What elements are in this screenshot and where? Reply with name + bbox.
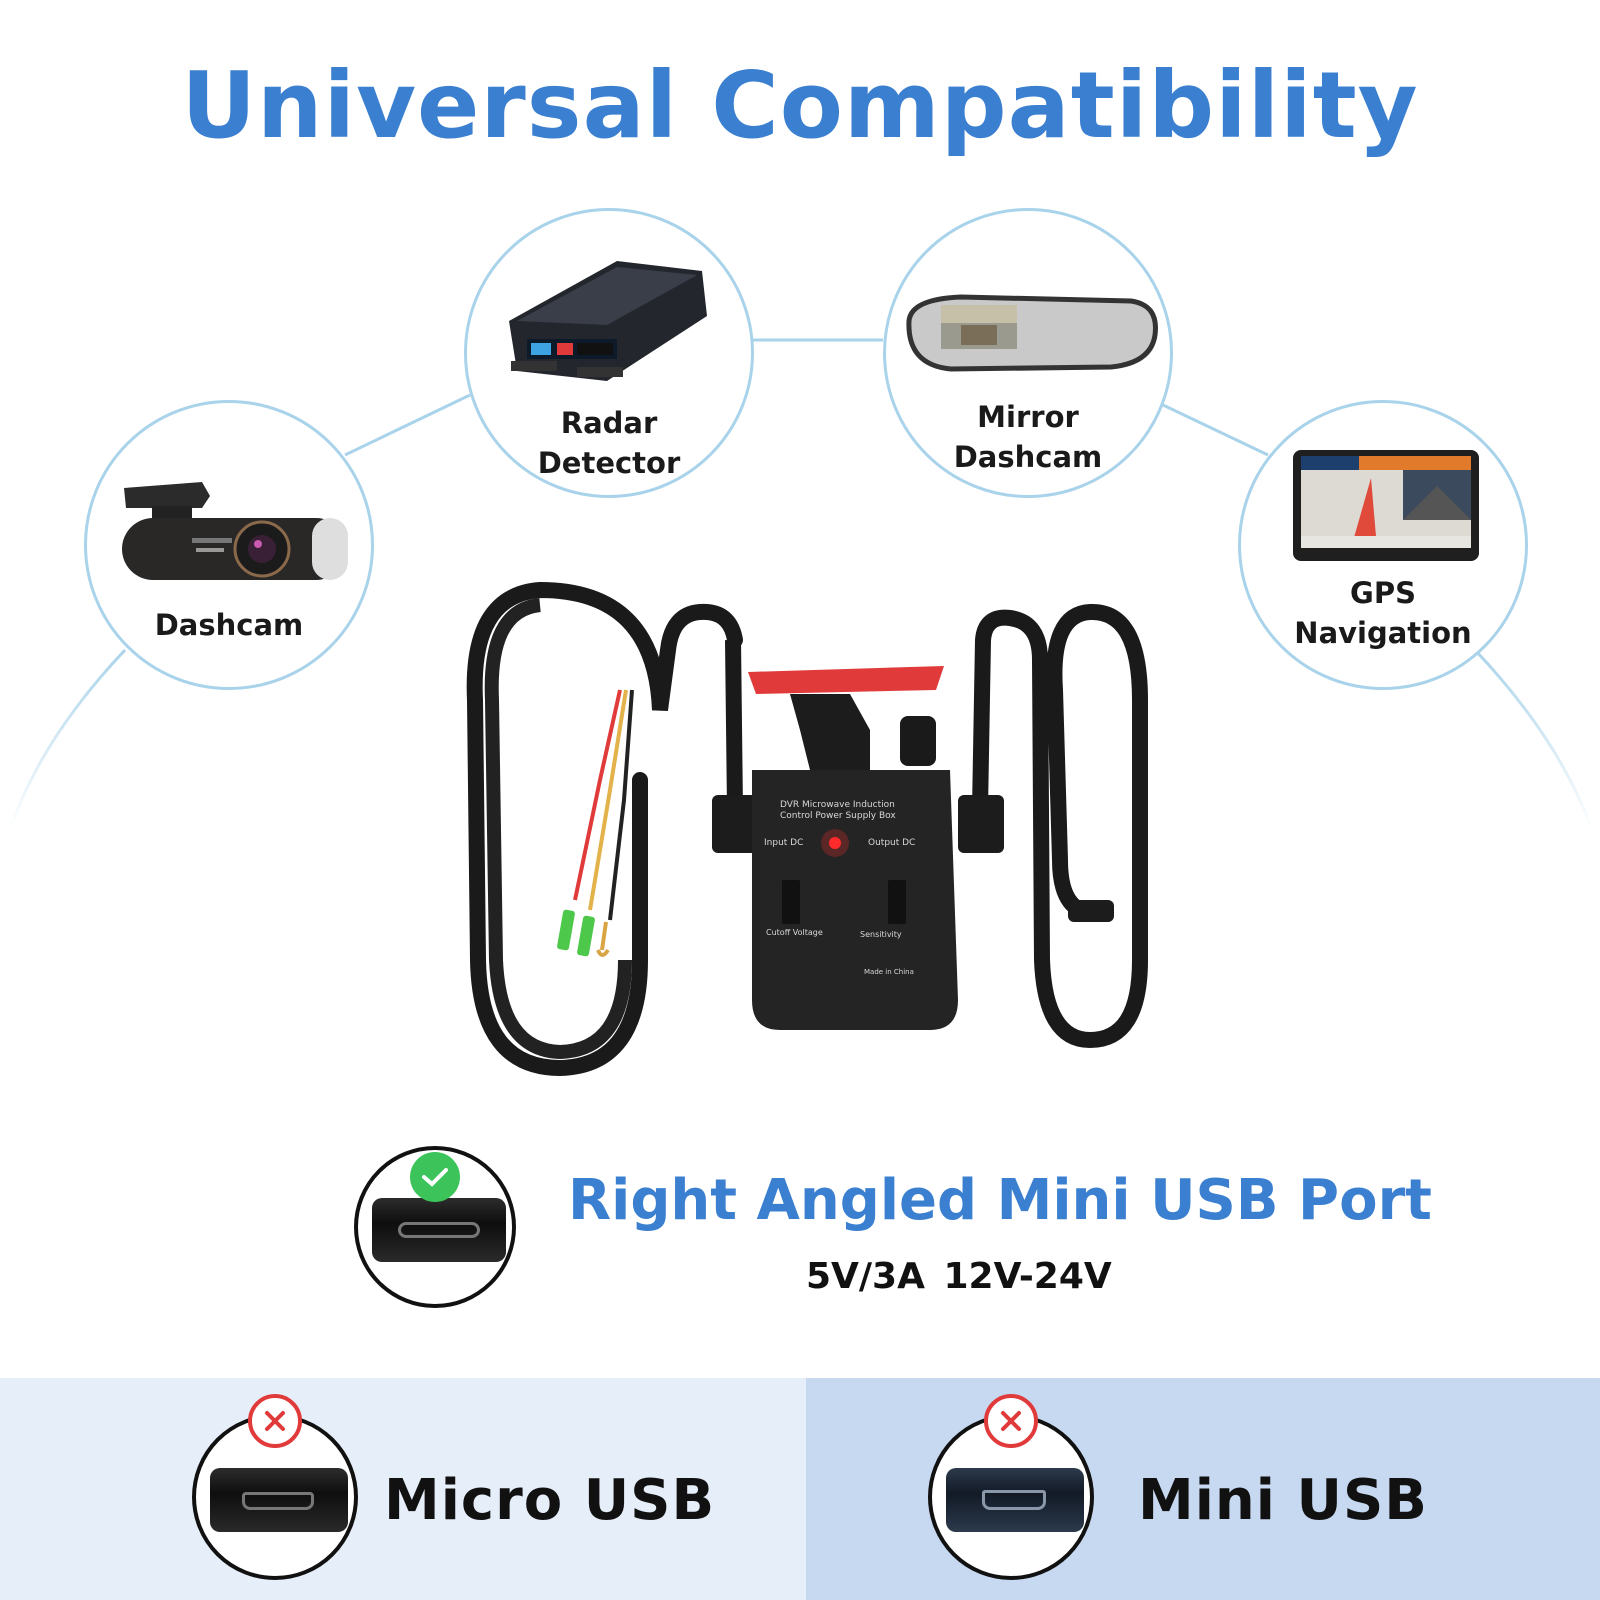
device-gps-navigation-label: GPS Navigation <box>1294 576 1472 650</box>
micro-usb-panel <box>0 1378 806 1600</box>
mini-usb-icon <box>928 1414 1094 1580</box>
mirror-dashcam-icon <box>906 294 1158 372</box>
cross-icon <box>984 1394 1038 1448</box>
radar-detector-icon <box>509 261 707 381</box>
box-sensitivity-label: Sensitivity <box>860 930 902 939</box>
micro-usb-label: Micro USB <box>384 1468 716 1533</box>
page-title: Universal Compatibility <box>181 52 1419 159</box>
box-input-label: Input DC <box>764 838 804 848</box>
box-title: DVR Microwave Induction Control Power Su… <box>780 800 896 821</box>
device-mirror-dashcam-label: Mirror Dashcam <box>953 400 1103 474</box>
device-radar-detector: Radar Detector <box>464 208 754 498</box>
mini-usb-label: Mini USB <box>1138 1468 1428 1533</box>
check-icon <box>410 1152 460 1202</box>
device-dashcam: Dashcam <box>84 400 374 690</box>
box-cutoff-label: Cutoff Voltage <box>766 928 823 937</box>
dashcam-icon <box>122 482 348 580</box>
box-made-in: Made in China <box>864 968 914 976</box>
micro-usb-icon <box>192 1414 358 1580</box>
device-radar-detector-label: Radar Detector <box>537 406 681 480</box>
device-dashcam-label: Dashcam <box>154 608 304 642</box>
compatible-port-spec: 5V/3A 12V-24V <box>806 1256 1112 1297</box>
device-mirror-dashcam: Mirror Dashcam <box>883 208 1173 498</box>
gps-navigation-icon <box>1293 450 1479 561</box>
compatible-port-title: Right Angled Mini USB Port <box>568 1168 1432 1233</box>
device-gps-navigation: GPS Navigation <box>1238 400 1528 690</box>
cross-icon <box>248 1394 302 1448</box>
box-output-label: Output DC <box>868 838 916 848</box>
